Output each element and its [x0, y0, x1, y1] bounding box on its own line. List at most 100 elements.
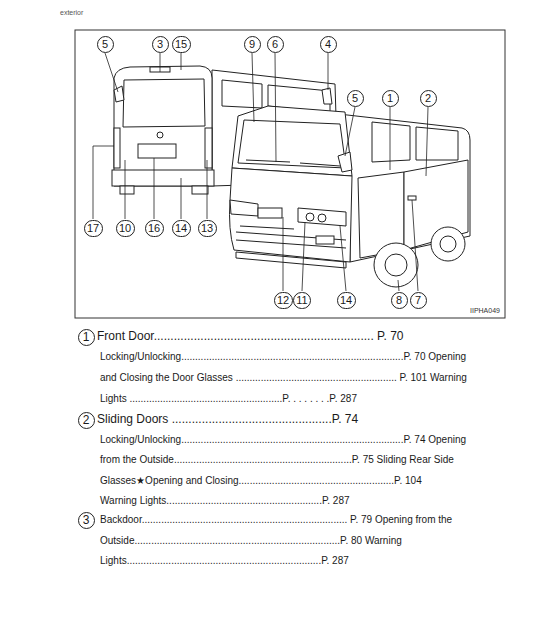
- index-line: Glasses★Opening and Closing.............…: [100, 475, 422, 486]
- page-header: exterior: [60, 9, 83, 17]
- callout-number: 12: [274, 292, 293, 309]
- leader-lines-part: [160, 53, 161, 72]
- index-line: Lights .................................…: [100, 393, 357, 404]
- callout-text: 16: [148, 223, 160, 234]
- rear-van-part: [114, 128, 120, 168]
- front-van-part: [431, 227, 465, 261]
- rear-van-part: [114, 86, 124, 102]
- index-line: and Closing the Door Glasses ...........…: [100, 372, 467, 383]
- front-van-part: [440, 236, 456, 252]
- leader-lines-part: [340, 226, 346, 291]
- leader-lines-part: [283, 217, 284, 291]
- callout-number: 13: [198, 220, 217, 237]
- callout-text: 13: [201, 223, 213, 234]
- front-van-part: [316, 236, 334, 244]
- callout-number: 6: [267, 36, 284, 53]
- callout-number: 5: [347, 90, 364, 107]
- callout-text: 1: [83, 331, 90, 343]
- section-number: 1: [78, 329, 95, 346]
- callout-text: 15: [175, 39, 187, 50]
- front-van: [230, 106, 471, 287]
- callout-number: 2: [420, 90, 437, 107]
- front-van-part: [238, 120, 346, 168]
- callout-text: 11: [296, 295, 307, 306]
- callout-text: 12: [277, 295, 289, 306]
- section-heading: Sliding Doors ..........................…: [97, 413, 358, 426]
- callout-text: 5: [352, 93, 358, 104]
- section-heading: Front Door..............................…: [97, 330, 404, 343]
- callout-text: 2: [425, 93, 431, 104]
- callout-number: 11: [293, 292, 311, 309]
- callout-number: 7: [410, 292, 427, 309]
- callout-number: 9: [244, 36, 261, 53]
- index-line: from the Outside........................…: [100, 454, 454, 465]
- front-van-part: [385, 254, 407, 276]
- rear-van-part: [157, 132, 163, 138]
- callout-text: 17: [87, 223, 99, 234]
- leader-lines-part: [154, 158, 155, 219]
- callout-text: 10: [119, 223, 131, 234]
- leader-lines-part: [412, 200, 418, 291]
- callout-text: 5: [102, 39, 108, 50]
- leader-lines-part: [105, 53, 118, 92]
- section-number: 3: [78, 512, 95, 529]
- leader-lines-part: [181, 53, 182, 70]
- callout-number: 17: [84, 220, 103, 237]
- leader-lines-part: [93, 146, 114, 219]
- index-line: Locking/Unlocking.......................…: [100, 434, 466, 445]
- front-van-part: [318, 214, 326, 222]
- callout-text: 4: [325, 39, 331, 50]
- rear-van-part: [114, 66, 212, 186]
- front-van-part: [416, 127, 458, 160]
- callout-text: 3: [83, 514, 90, 526]
- callout-number: 3: [152, 36, 169, 53]
- index-line: Locking/Unlocking.......................…: [100, 351, 466, 362]
- callout-text: 1: [387, 93, 393, 104]
- front-van-part: [374, 243, 418, 287]
- callout-text: 6: [272, 39, 278, 50]
- section-heading: Backdoor................................…: [100, 514, 452, 525]
- rear-van-part: [205, 128, 212, 168]
- front-van-part: [408, 196, 416, 200]
- front-van-part: [232, 106, 352, 176]
- figure-frame: [75, 30, 505, 318]
- leader-lines-part: [252, 53, 254, 122]
- rear-van-part: [322, 88, 332, 104]
- callout-number: 15: [172, 36, 191, 53]
- callout-number: 8: [391, 292, 408, 309]
- callout-text: 9: [249, 39, 255, 50]
- rear-van-part: [138, 144, 176, 158]
- front-van-part: [246, 160, 340, 166]
- index-line: Lights..................................…: [100, 555, 349, 566]
- leader-lines: [93, 53, 428, 291]
- leader-lines-part: [390, 107, 391, 170]
- callout-text: 7: [415, 295, 421, 306]
- figure-code: IIPHA049: [470, 307, 500, 315]
- callout-number: 14: [337, 292, 356, 309]
- rear-van-part: [192, 186, 208, 194]
- callout-text: 8: [396, 295, 402, 306]
- leader-lines-part: [275, 53, 276, 162]
- callout-number: 5: [97, 36, 114, 53]
- callout-number: 1: [382, 90, 399, 107]
- leader-lines-part: [345, 107, 355, 156]
- front-van-part: [230, 168, 353, 262]
- leader-lines-part: [328, 53, 329, 90]
- index-line: Outside.................................…: [100, 535, 402, 546]
- rear-van-part: [222, 80, 262, 108]
- callout-number: 14: [172, 220, 191, 237]
- front-van-part: [230, 200, 258, 216]
- callout-text: 3: [157, 39, 163, 50]
- callout-text: 14: [340, 295, 352, 306]
- index-line: Warning Lights..........................…: [100, 495, 350, 506]
- leader-lines-part: [207, 160, 208, 219]
- section-number: 2: [78, 412, 95, 429]
- callout-number: 4: [320, 36, 337, 53]
- front-van-part: [236, 252, 346, 268]
- front-van-part: [236, 226, 346, 248]
- callout-number: 10: [116, 220, 135, 237]
- leader-lines-part: [398, 280, 399, 291]
- callout-text: 14: [175, 223, 187, 234]
- leader-lines-part: [302, 222, 305, 291]
